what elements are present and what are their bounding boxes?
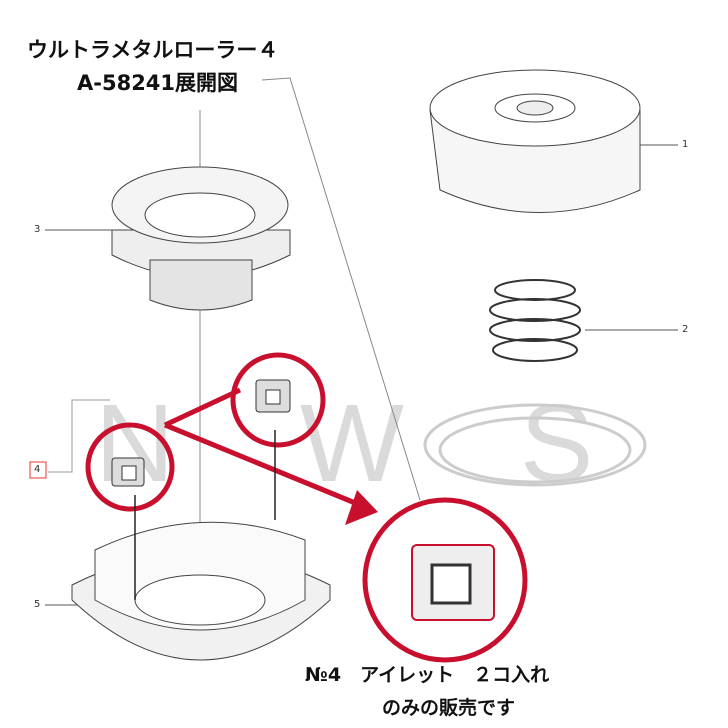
spring-part-2 xyxy=(489,279,581,362)
title-line-2: A-58241展開図 xyxy=(77,71,239,95)
part-label-2: 2 xyxy=(682,324,689,335)
eyelet-part-4 xyxy=(111,379,495,621)
spool-part-3 xyxy=(111,166,291,311)
assembly-arrows xyxy=(134,430,276,600)
part-label-4: 4 xyxy=(34,464,41,475)
title-line-1: ウルトラメタルローラー４ xyxy=(27,38,279,62)
caption-line-2: のみの販売です xyxy=(382,697,516,719)
part-label-5: 5 xyxy=(34,599,41,610)
watermark-letter: W xyxy=(300,382,404,505)
part-label-1: 1 xyxy=(682,139,689,150)
part-label-3: 3 xyxy=(34,224,41,235)
cap-part-1 xyxy=(429,69,641,213)
trimmer-line-coil xyxy=(423,403,647,487)
highlight-circles xyxy=(85,352,528,663)
arrow-head-icon xyxy=(345,490,378,525)
caption-line-1: №4 アイレット ２コ入れ xyxy=(305,664,550,686)
base-part-5 xyxy=(71,521,331,661)
label-4-box xyxy=(29,461,47,479)
